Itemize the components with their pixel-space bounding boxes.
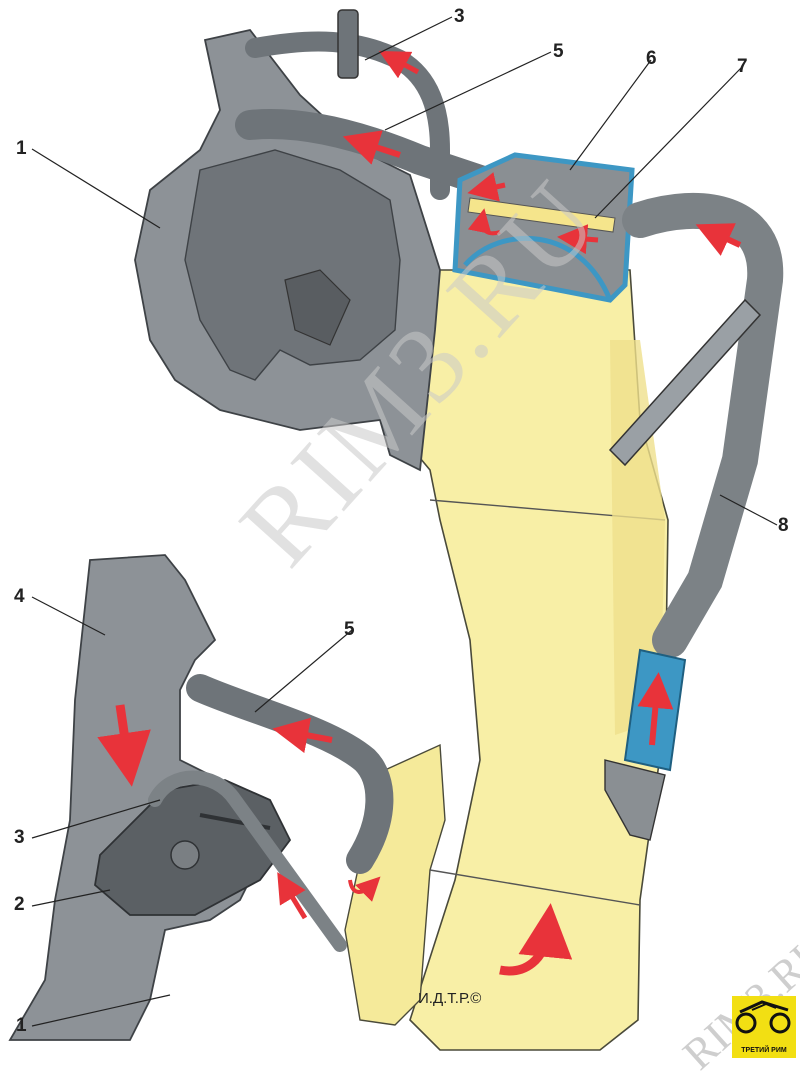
hose-5-top — [235, 109, 495, 195]
callout-3-top: 3 — [454, 6, 465, 27]
hose-5-top-arrow — [342, 130, 401, 165]
heater-core-arrow-1 — [467, 172, 506, 202]
hose-clamp-top — [337, 9, 359, 79]
brand-logo: ТРЕТИЙ РИМ — [732, 996, 796, 1058]
callout-1-bottom: 1 — [16, 1015, 27, 1036]
callout-5-bottom: 5 — [344, 619, 355, 640]
callout-8: 8 — [778, 515, 789, 536]
housing-seam-2 — [429, 869, 641, 906]
air-duct-top-inner — [184, 149, 401, 381]
valve-knob — [170, 840, 200, 870]
hose-5-bottom-arrow — [272, 717, 333, 754]
heater-core-arrow-2 — [557, 224, 599, 255]
logo-label: ТРЕТИЙ РИМ — [741, 1047, 787, 1054]
housing-bottom-arrow — [499, 903, 573, 976]
hose-3-bottom — [148, 770, 347, 952]
heater-housing — [404, 269, 669, 1051]
callout-4: 4 — [14, 586, 25, 607]
air-duct-bottom-arrow — [97, 704, 151, 787]
callout-2: 2 — [14, 894, 25, 915]
leader-lines — [31, 16, 778, 1027]
heater-core-arrow-3 — [467, 208, 501, 236]
copyright-text: И.Д.Т.Р.© — [418, 990, 482, 1007]
small-return-arrow — [348, 876, 381, 902]
air-duct-top-flap — [284, 269, 351, 346]
heater-core-filter — [467, 197, 616, 233]
callout-5-top: 5 — [553, 41, 564, 62]
callout-3-bottom: 3 — [14, 827, 25, 848]
hose-8-inner-arrow — [637, 672, 674, 746]
housing-lower-duct — [344, 743, 446, 1026]
hose-8-arrow — [695, 223, 742, 256]
hose-5-bottom — [186, 674, 394, 874]
heater-core-arc — [463, 235, 613, 301]
callout-7: 7 — [737, 56, 748, 77]
hose-8 — [622, 192, 784, 658]
callout-6: 6 — [646, 48, 657, 69]
temperature-sensor — [608, 298, 762, 467]
outlet-pipe — [604, 759, 666, 841]
wheel-logo-icon — [735, 1000, 791, 1034]
callout-1-top: 1 — [16, 138, 27, 159]
hose-3-top-arrow — [378, 50, 420, 79]
hose-3-bottom-arrow — [277, 872, 308, 920]
